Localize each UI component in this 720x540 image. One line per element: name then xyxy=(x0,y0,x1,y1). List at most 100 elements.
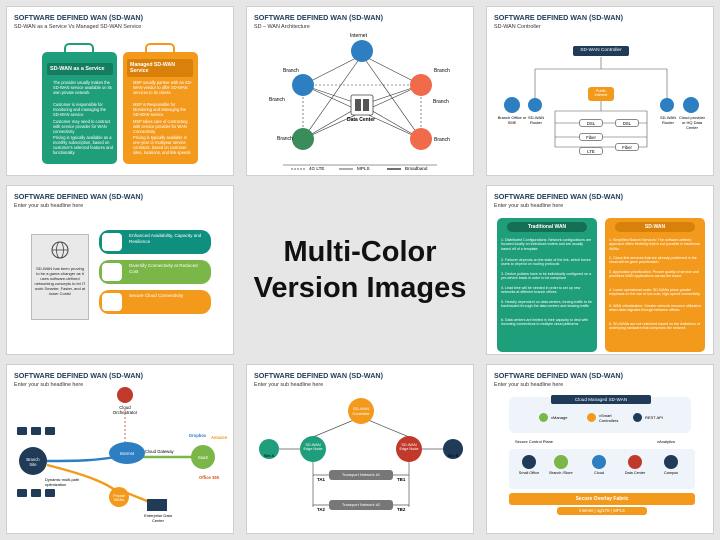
center-heading-line2: Version Images xyxy=(253,272,467,304)
lte-chip: LTE xyxy=(579,147,603,155)
network-globe-icon xyxy=(51,241,69,259)
cloud-label: Cloud provider or HQ Data Center xyxy=(678,115,705,130)
site-a-node xyxy=(259,439,279,459)
edge-node-2-label: SD-WAN Edge Node xyxy=(399,443,419,452)
slide-title: SOFTWARE DEFINED WAN (SD-WAN) xyxy=(494,13,623,22)
transport-1-bar xyxy=(329,470,393,480)
controller-box: SD-WAN Controller xyxy=(573,46,629,56)
slide-thumbnail-8[interactable]: SOFTWARE DEFINED WAN (SD-WAN) Enter your… xyxy=(486,364,714,534)
architecture-diagram xyxy=(283,40,437,170)
cloud-orchestration-diagram xyxy=(17,387,215,511)
service-label: REST API xyxy=(645,415,663,420)
dynamic-optimization-label: Dynamic multi-path optimization xyxy=(45,477,80,487)
managed-item: MSP takes care of contracting with servi… xyxy=(133,119,188,134)
branch-site-label: Branch Site xyxy=(26,457,40,467)
fiber-chip: Fiber xyxy=(579,133,603,141)
amazon-logo: Amazon xyxy=(211,435,228,440)
internet-node xyxy=(351,40,373,62)
slide-title: SOFTWARE DEFINED WAN (SD-WAN) xyxy=(494,371,623,380)
control-plane-label: Secure Control Plane xyxy=(515,439,554,444)
branch-node xyxy=(410,74,432,96)
site-b-node xyxy=(443,439,463,459)
ta2-label: TA2 xyxy=(317,507,325,512)
site-label: Cloud xyxy=(594,471,604,475)
branch-office-node xyxy=(504,97,520,113)
sd-wan-card xyxy=(605,218,705,352)
slide-thumbnail-3[interactable]: SOFTWARE DEFINED WAN (SD-WAN) SD-WAN Con… xyxy=(486,6,714,176)
slide-thumbnail-2[interactable]: SOFTWARE DEFINED WAN (SD-WAN) SD – WAN A… xyxy=(246,6,474,176)
fiber-chip: Fiber xyxy=(615,143,639,151)
private-wan-label: Private WANs xyxy=(113,494,125,502)
vanalytics-label: vAnalytics xyxy=(657,439,676,444)
traditional-item: 5. Heavily dependent on data centers, fo… xyxy=(501,300,593,309)
edge-node-2 xyxy=(396,436,422,462)
saas-label: SaaS xyxy=(197,455,209,460)
saas-item: Pricing is typically available as a mont… xyxy=(53,135,113,155)
router-label: SD-WAN Router xyxy=(659,115,677,125)
office365-logo: Office 365 xyxy=(199,475,220,480)
site-label: Small Office xyxy=(518,471,540,475)
router-node xyxy=(660,98,674,112)
sd-wan-item: 3. Application prioritization: Proven qu… xyxy=(609,270,699,279)
rest-api-icon xyxy=(633,413,642,422)
slide-subtitle: SD-WAN as a Service Vs Managed SD-WAN Se… xyxy=(14,24,142,30)
sd-wan-item: 4. Lower operational costs: SD-WANs plac… xyxy=(609,288,700,297)
overlay-fabric-bar: Secure Overlay Fabric xyxy=(509,493,695,505)
slide-subtitle: Enter your sub headline here xyxy=(14,382,84,388)
data-center-node xyxy=(350,94,374,116)
sd-wan-item: 1. Simplified Branch Services: The softw… xyxy=(609,238,700,251)
ta1-label: TA1 xyxy=(317,477,325,482)
slide-title: SOFTWARE DEFINED WAN (SD-WAN) xyxy=(494,192,623,201)
managed-item: Pricing is typically available in one-ye… xyxy=(133,135,191,155)
public-internet-node xyxy=(588,87,614,101)
enterprise-dc-node xyxy=(147,499,167,511)
orchestrator-node xyxy=(117,387,133,403)
transport-2-bar xyxy=(329,500,393,510)
saas-item: The provider usually makes the SD-WAN se… xyxy=(53,80,112,95)
campus-icon xyxy=(664,455,678,469)
traditional-item: 4. Lead time will be needed in order to … xyxy=(501,286,581,295)
slide-title: SOFTWARE DEFINED WAN (SD-WAN) xyxy=(14,13,143,22)
tb1-label: TB1 xyxy=(397,477,406,482)
cloud-managed-banner: Cloud Managed SD-WAN xyxy=(551,395,651,404)
slide-title: SOFTWARE DEFINED WAN (SD-WAN) xyxy=(254,371,383,380)
managed-heading: Managed SD-WAN Service xyxy=(127,59,193,77)
branch-node xyxy=(410,128,432,150)
slide-subtitle: Enter your sub headline here xyxy=(494,203,564,209)
branch-store-icon xyxy=(554,455,568,469)
saas-heading: SD-WAN as a Service xyxy=(47,63,113,75)
transport-1-label: Transport Network #1 xyxy=(341,472,381,477)
edge-node-diagram xyxy=(259,398,463,510)
traditional-item: 2. Failover depends on the state of the … xyxy=(501,258,591,267)
managed-item: MSP is Responsible for Monitoring and Ma… xyxy=(133,102,187,117)
slide-thumbnail-7[interactable]: SOFTWARE DEFINED WAN (SD-WAN) Enter your… xyxy=(246,364,474,534)
branch-node xyxy=(292,74,314,96)
branch-office-label: Branch Office or SME xyxy=(497,115,527,125)
private-wan-node xyxy=(109,487,129,507)
connectivity-icon xyxy=(102,263,122,281)
cloud-icon xyxy=(592,455,606,469)
edge-node-1-label: SD-WAN Edge Node xyxy=(303,443,323,452)
traditional-wan-card xyxy=(497,218,597,352)
center-heading-line1: Multi-Color xyxy=(283,236,437,268)
orchestrator-label: Cloud Orchestrator xyxy=(112,405,138,415)
slide-thumbnail-6[interactable]: SOFTWARE DEFINED WAN (SD-WAN) Enter your… xyxy=(6,364,234,534)
saas-item: Customer is responsible for monitoring a… xyxy=(53,102,107,117)
router-label: SD-WAN Router xyxy=(527,115,545,125)
branch-label: Branch xyxy=(269,97,285,103)
slide-thumbnail-4[interactable]: SOFTWARE DEFINED WAN (SD-WAN) Enter your… xyxy=(6,185,234,355)
dropbox-logo: Dropbox xyxy=(189,433,207,438)
internet-label: Internet xyxy=(119,451,135,456)
center-heading: Multi-Color Version Images xyxy=(244,234,476,306)
slide-thumbnail-5[interactable]: SOFTWARE DEFINED WAN (SD-WAN) Enter your… xyxy=(486,185,714,355)
slide-thumbnail-1[interactable]: SOFTWARE DEFINED WAN (SD-WAN) SD-WAN as … xyxy=(6,6,234,176)
managed-item: MSP usually partner with an SD-WAN vendo… xyxy=(133,80,193,95)
cloud-gateway-label: Cloud Gateway xyxy=(145,449,174,454)
internet-label: Internet xyxy=(350,33,367,39)
controller-label: SD-WAN Controller xyxy=(352,406,370,416)
sd-wan-item: 2. Cloud-first services that are already… xyxy=(609,256,697,265)
cloud-node xyxy=(683,97,699,113)
cloud-security-icon xyxy=(102,293,122,311)
sd-wan-heading: SD-WAN xyxy=(615,222,695,232)
branch-node xyxy=(292,128,314,150)
